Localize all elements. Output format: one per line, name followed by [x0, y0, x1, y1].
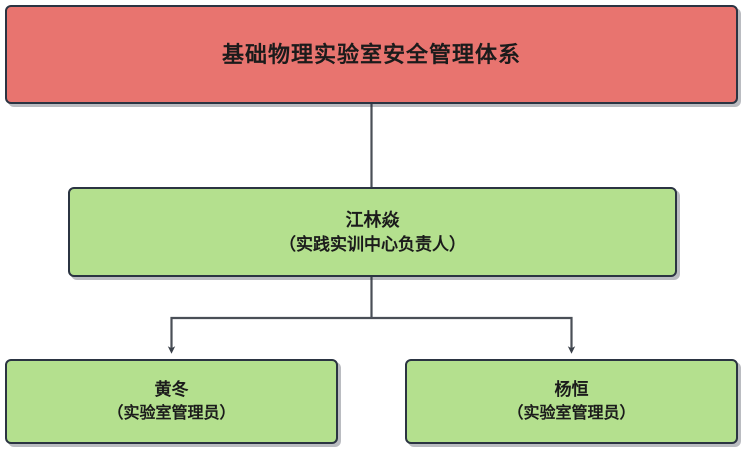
- manager-role: （实践实训中心负责人）: [279, 234, 466, 254]
- node-root-system[interactable]: 基础物理实验室安全管理体系: [5, 5, 738, 104]
- connector-manager-to-staff-left: [167, 316, 372, 354]
- node-staff-right[interactable]: 杨恒 （实验室管理员）: [405, 359, 738, 444]
- node-manager[interactable]: 江林焱 （实践实训中心负责人）: [68, 187, 677, 277]
- staff-left-role: （实验室管理员）: [107, 405, 236, 423]
- manager-name: 江林焱: [345, 209, 400, 230]
- root-title: 基础物理实验室安全管理体系: [221, 41, 521, 67]
- staff-right-name: 杨恒: [554, 379, 589, 399]
- node-staff-left[interactable]: 黄冬 （实验室管理员）: [5, 359, 338, 444]
- connector-manager-to-staff-right: [371, 316, 576, 354]
- staff-right-role: （实验室管理员）: [507, 405, 636, 423]
- staff-left-name: 黄冬: [154, 379, 189, 399]
